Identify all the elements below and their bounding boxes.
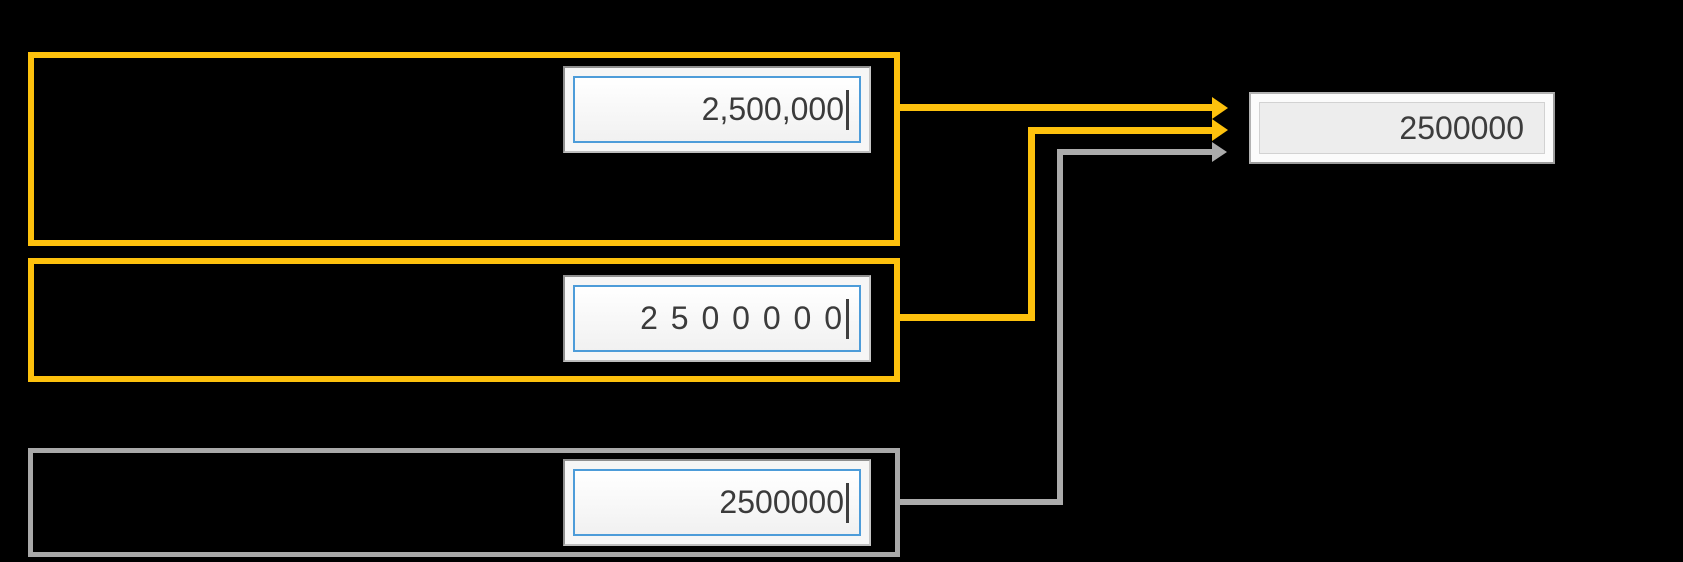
grouped-number-field-frame: 2,500,000 <box>563 66 871 153</box>
spaced-number-value: 2 5 0 0 0 0 0 <box>640 300 844 336</box>
group-box-spaced-input <box>28 258 900 382</box>
result-field-frame: 2500000 <box>1249 92 1555 164</box>
arrow-plain-to-result-line <box>900 499 1063 505</box>
plain-number-value: 2500000 <box>719 484 844 520</box>
text-cursor <box>846 298 849 339</box>
grouped-number-value: 2,500,000 <box>701 91 844 127</box>
result-value: 2500000 <box>1399 109 1524 146</box>
text-cursor <box>846 482 849 523</box>
arrow-spaced-to-result-line <box>900 314 1035 321</box>
arrow-grouped-to-result-head-icon <box>1212 97 1228 119</box>
grouped-number-input[interactable]: 2,500,000 <box>573 76 861 143</box>
arrow-spaced-to-result-line <box>1028 127 1035 321</box>
group-box-plain-input <box>28 448 900 557</box>
arrow-spaced-to-result-line <box>1028 127 1212 134</box>
plain-number-input[interactable]: 2500000 <box>573 469 861 536</box>
arrow-grouped-to-result-line <box>900 104 1212 111</box>
arrow-plain-to-result-head-icon <box>1212 142 1227 162</box>
arrow-plain-to-result-line <box>1057 149 1212 155</box>
spaced-number-input[interactable]: 2 5 0 0 0 0 0 <box>573 285 861 352</box>
result-field: 2500000 <box>1259 102 1545 154</box>
spaced-number-field-frame: 2 5 0 0 0 0 0 <box>563 275 871 362</box>
group-box-grouped-input <box>28 52 900 246</box>
arrow-plain-to-result-line <box>1057 149 1063 505</box>
plain-number-field-frame: 2500000 <box>563 459 871 546</box>
arrow-spaced-to-result-head-icon <box>1212 119 1228 141</box>
text-cursor <box>846 89 849 130</box>
